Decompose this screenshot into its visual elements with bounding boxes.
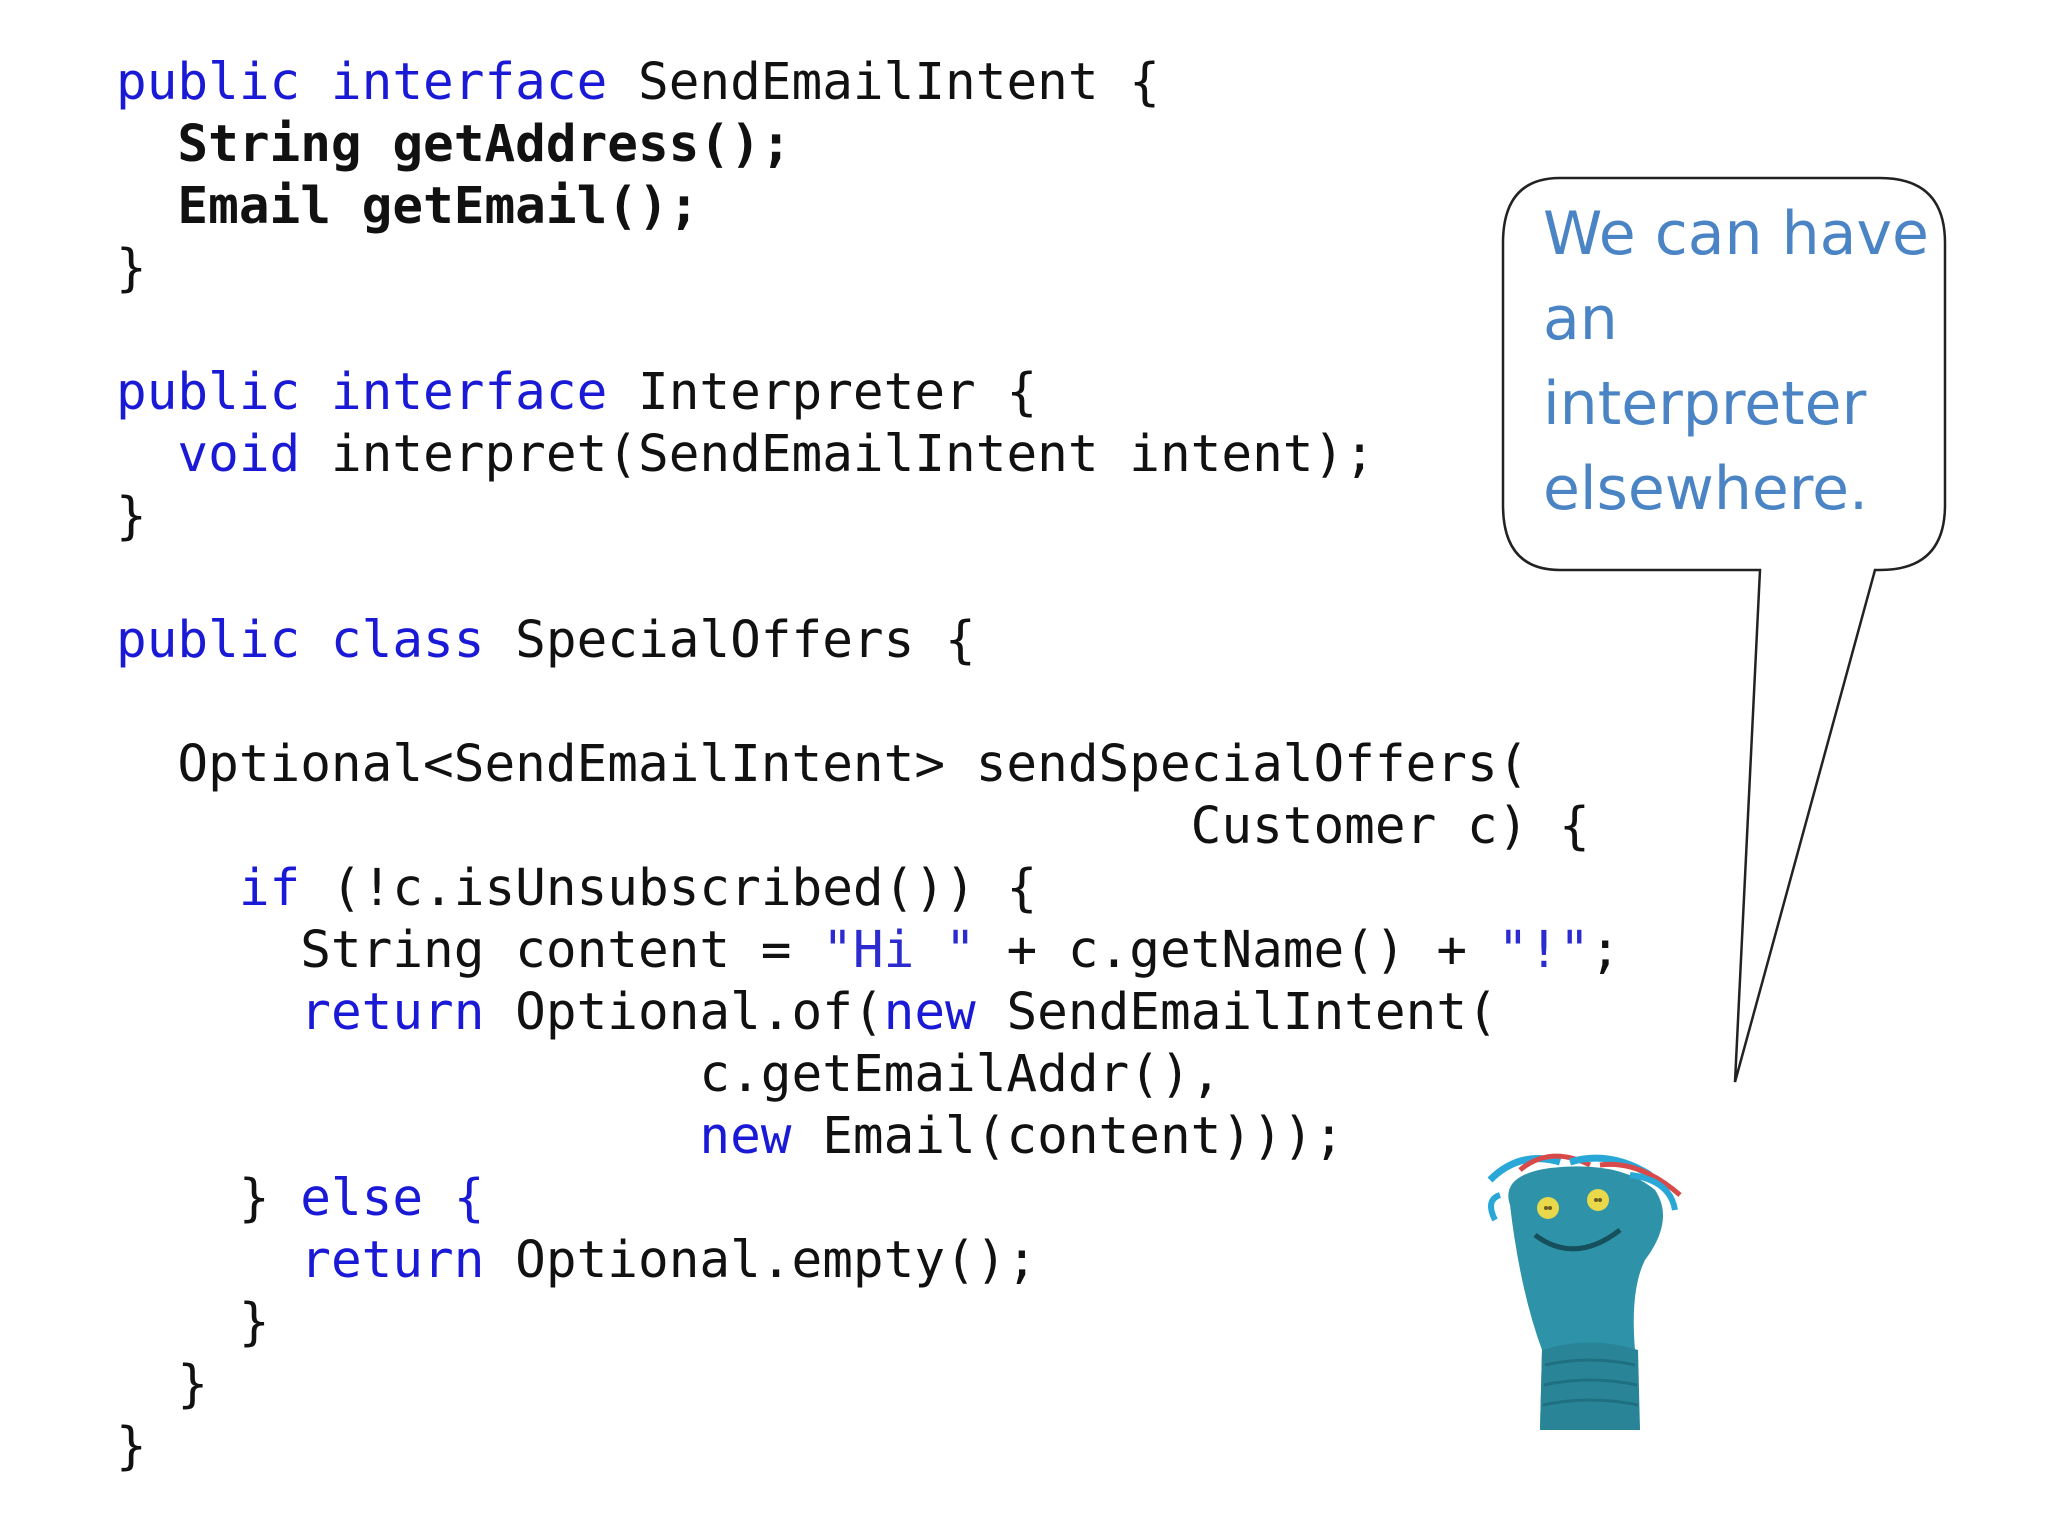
code-line: } — [116, 1416, 1621, 1478]
code-line: public interface Interpreter { — [116, 362, 1621, 424]
callout-text: We can have an interpreter elsewhere. — [1543, 192, 1943, 532]
code-line: void interpret(SendEmailIntent intent); — [116, 424, 1621, 486]
code-line: return Optional.of(new SendEmailIntent( — [116, 982, 1621, 1044]
code-text: String content = — [116, 921, 823, 980]
code-line: } — [116, 1292, 1621, 1354]
code-line: public class SpecialOffers { — [116, 610, 1621, 672]
code-text: SendEmailIntent { — [637, 53, 1160, 112]
code-text: } — [116, 1417, 147, 1476]
code-line: if (!c.isUnsubscribed()) { — [116, 858, 1621, 920]
speech-bubble-outline — [1501, 176, 1947, 1083]
code-line: String content = "Hi " + c.getName() + "… — [116, 920, 1621, 982]
code-line: } — [116, 238, 1621, 300]
code-text: Interpreter { — [637, 363, 1038, 422]
code-text: Customer c) { — [116, 797, 1590, 856]
code-text: c.getEmailAddr(), — [116, 1045, 1222, 1104]
code-text: } — [116, 239, 147, 298]
code-line: return Optional.empty(); — [116, 1230, 1621, 1292]
code-keyword: public interface — [116, 53, 638, 112]
code-keyword: return — [300, 1231, 516, 1290]
code-text: } — [116, 487, 147, 546]
code-text: Optional<SendEmailIntent> sendSpecialOff… — [116, 735, 1529, 794]
code-text: Optional.of( — [515, 983, 884, 1042]
code-keyword: else { — [300, 1169, 485, 1228]
code-keyword: public interface — [116, 363, 638, 422]
code-keyword: new — [699, 1107, 823, 1166]
code-keyword: if — [238, 859, 331, 918]
callout-line: an — [1543, 284, 1618, 354]
code-line: public interface SendEmailIntent { — [116, 52, 1621, 114]
code-line: new Email(content))); — [116, 1106, 1621, 1168]
code-line: Customer c) { — [116, 796, 1621, 858]
code-line: } — [116, 486, 1621, 548]
code-line: c.getEmailAddr(), — [116, 1044, 1621, 1106]
code-line: } — [116, 1354, 1621, 1416]
code-text: (!c.isUnsubscribed()) { — [330, 859, 1038, 918]
code-text: Email(content))); — [822, 1107, 1345, 1166]
code-text: SendEmailIntent( — [1006, 983, 1498, 1042]
callout-line: interpreter — [1543, 369, 1867, 439]
sock-puppet-icon — [1487, 1153, 1682, 1430]
code-line: } else { — [116, 1168, 1621, 1230]
code-text: Email getEmail(); — [116, 177, 700, 236]
code-text: + c.getName() + — [975, 921, 1498, 980]
code-text: } — [116, 1355, 209, 1414]
code-string: "!" — [1497, 921, 1590, 980]
code-text: SpecialOffers { — [515, 611, 976, 670]
code-text: } — [116, 1293, 270, 1352]
code-block: public interface SendEmailIntent { Strin… — [116, 52, 1621, 1478]
code-keyword: public class — [116, 611, 516, 670]
callout-line: We can have — [1543, 199, 1929, 269]
code-text: interpret(SendEmailIntent intent); — [330, 425, 1375, 484]
code-string: "Hi " — [822, 921, 976, 980]
code-line: Email getEmail(); — [116, 176, 1621, 238]
code-keyword: return — [300, 983, 516, 1042]
code-text: ; — [1589, 921, 1621, 980]
code-keyword: new — [883, 983, 1007, 1042]
callout-line: elsewhere. — [1543, 454, 1869, 524]
code-keyword: void — [177, 425, 331, 484]
code-line: String getAddress(); — [116, 114, 1621, 176]
code-text: String getAddress(); — [116, 115, 792, 174]
code-line: Optional<SendEmailIntent> sendSpecialOff… — [116, 734, 1621, 796]
code-text: Optional.empty(); — [515, 1231, 1038, 1290]
code-text: } — [116, 1169, 301, 1228]
